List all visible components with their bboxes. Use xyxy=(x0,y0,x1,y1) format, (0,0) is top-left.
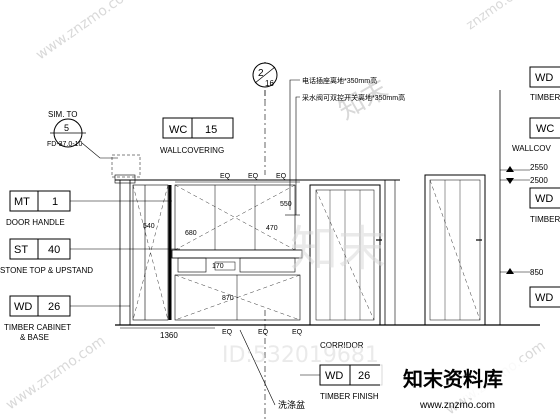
dim-850: 850 xyxy=(530,268,544,277)
tag-right-wd-top-code: WD xyxy=(535,72,553,84)
notes: 电话插座离地*350mm高 采水阀可双控开关离地*350mm高 CORRIDOR… xyxy=(239,76,405,410)
dim-1360: 1360 xyxy=(160,331,178,340)
foreground-watermarks: 知末 ID:532019681 xyxy=(222,221,386,368)
tag-right-wd-low-code: WD xyxy=(535,292,553,304)
dim-540: 540 xyxy=(143,223,155,230)
tag-mt-1-label: DOOR HANDLE xyxy=(6,218,65,227)
tag-right-wd-top-label: TIMBER xyxy=(530,93,560,102)
tag-wc-15-code: WC xyxy=(169,124,187,136)
watermark-brand-center: 知末 xyxy=(290,221,386,277)
dim-170: 170 xyxy=(212,263,224,270)
watermark-id: ID:532019681 xyxy=(222,343,379,368)
note-phone-socket: 电话插座离地*350mm高 xyxy=(302,76,377,85)
watermark-url-1: www.znzmo.com xyxy=(33,0,138,63)
tag-st-40-code: ST xyxy=(14,244,28,256)
dim-eq-4: EQ xyxy=(222,329,233,336)
tag-st-40-num: 40 xyxy=(48,244,60,256)
tag-right-wc-label: WALLCOV xyxy=(512,144,551,153)
tag-st-40: ST 40 STONE TOP & UPSTAND xyxy=(0,238,180,275)
tag-wd-26a-num: 26 xyxy=(48,301,60,313)
tag-wd-26a-label2: & BASE xyxy=(20,333,49,342)
grid-reference: 2 16 xyxy=(252,62,278,420)
tag-wc-15: WC 15 WALLCOVERING xyxy=(160,117,234,155)
tag-right-wc-code: WC xyxy=(536,123,554,135)
tag-wd-26a-code: WD xyxy=(14,301,32,313)
sim-to-number: 5 xyxy=(64,123,69,133)
watermark-url-2: znzmo.com xyxy=(464,0,533,33)
note-corridor: CORRIDOR xyxy=(320,341,364,350)
dim-eq-5: EQ xyxy=(258,329,269,336)
dim-eq-2: EQ xyxy=(248,173,259,180)
tag-right-wd-mid-code: WD xyxy=(535,193,553,205)
dim-2550: 2550 xyxy=(530,163,548,172)
tag-mt-1-code: MT xyxy=(14,196,30,208)
sim-to-code: FD-37.0-10 xyxy=(47,141,83,148)
dim-2500: 2500 xyxy=(530,176,548,185)
grid-ref-top: 2 xyxy=(258,68,264,79)
tag-wc-15-label: WALLCOVERING xyxy=(160,146,224,155)
note-switch: 采水阀可双控开关离地*350mm高 xyxy=(302,93,405,102)
tag-wc-15-num: 15 xyxy=(205,124,217,136)
elevation-outline xyxy=(111,90,540,326)
note-leaders xyxy=(285,79,300,216)
dim-eq-1: EQ xyxy=(220,173,231,180)
note-basin: 洗涤盆 xyxy=(278,399,305,410)
watermark-url-3: www.znzmo.com xyxy=(3,333,108,413)
tag-wd-26b-code: WD xyxy=(325,370,343,382)
brand-badge-name: 知末资料库 xyxy=(403,367,503,391)
section-marker: SIM. TO 5 FD-37.0-10 xyxy=(47,110,118,159)
sim-to-title: SIM. TO xyxy=(48,110,78,119)
tag-wd-26b-label: TIMBER FINISH xyxy=(320,392,379,401)
dim-eq-3: EQ xyxy=(276,173,287,180)
brand-badge-url: www.znzmo.com xyxy=(419,400,495,411)
tag-wd-26-finish: WD 26 TIMBER FINISH xyxy=(300,364,383,401)
dim-680: 680 xyxy=(185,230,197,237)
dim-470: 470 xyxy=(266,225,278,232)
brand-badge: 知末资料库 www.znzmo.com xyxy=(380,362,560,411)
tag-mt-1-num: 1 xyxy=(52,196,58,208)
dim-eq-6: EQ xyxy=(292,329,303,336)
tag-st-40-label: STONE TOP & UPSTAND xyxy=(0,266,93,275)
dim-870: 870 xyxy=(222,295,234,302)
right-tags: WD TIMBER WC WALLCOV WD TIMBER WD xyxy=(512,66,560,308)
tag-mt-1: MT 1 DOOR HANDLE xyxy=(6,190,172,227)
grid-ref-bottom: 16 xyxy=(265,79,274,88)
tag-wd-26-cabinet: WD 26 TIMBER CABINET & BASE xyxy=(4,295,130,342)
dim-550: 550 xyxy=(280,201,292,208)
tag-wd-26a-label1: TIMBER CABINET xyxy=(4,323,71,332)
tag-wd-26b-num: 26 xyxy=(358,370,370,382)
tag-right-wd-mid-label: TIMBER xyxy=(530,215,560,224)
dimensions: EQ EQ EQ EQ EQ EQ 550 680 470 170 540 87… xyxy=(120,163,548,340)
